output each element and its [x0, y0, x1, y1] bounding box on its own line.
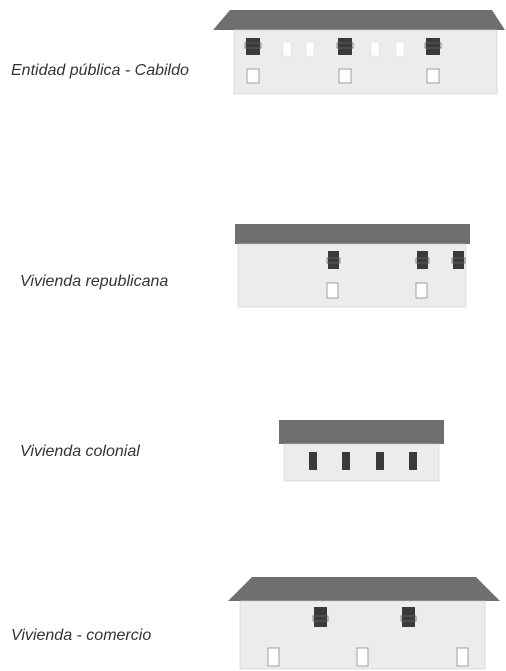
- label-comercio: Vivienda - comercio: [11, 627, 152, 644]
- colonial-window: [376, 452, 384, 470]
- comercio-roof: [228, 577, 500, 601]
- label-republicana: Vivienda republicana: [20, 273, 169, 290]
- comercio-balcony-window-1: [312, 607, 329, 627]
- republicana-door: [326, 282, 339, 299]
- cabildo-pale-window: [305, 41, 315, 57]
- republicana-balcony-window-2: [415, 251, 430, 269]
- comercio-door: [267, 647, 280, 667]
- comercio-door: [456, 647, 469, 667]
- cabildo-roof: [213, 10, 505, 30]
- cabildo-wall: [233, 29, 498, 95]
- comercio-balcony-window-2: [400, 607, 417, 627]
- colonial-window: [342, 452, 350, 470]
- republicana-balcony-window-1: [326, 251, 341, 269]
- cabildo-balcony-window-3: [424, 38, 442, 55]
- cabildo-door: [246, 68, 260, 84]
- cabildo-pale-window: [395, 41, 405, 57]
- colonial-roof: [279, 420, 444, 444]
- cabildo-balcony-window-2: [336, 38, 354, 55]
- cabildo-door: [338, 68, 352, 84]
- cabildo-door: [426, 68, 440, 84]
- label-cabildo: Entidad pública - Cabildo: [11, 62, 189, 79]
- republicana-roof: [235, 224, 470, 244]
- republicana-balcony-window-3: [451, 251, 466, 269]
- colonial-window: [309, 452, 317, 470]
- label-colonial: Vivienda colonial: [20, 443, 140, 460]
- cabildo-pale-window: [282, 41, 292, 57]
- republicana-door: [415, 282, 428, 299]
- cabildo-pale-window: [370, 41, 380, 57]
- colonial-window: [409, 452, 417, 470]
- cabildo-balcony-window-1: [244, 38, 262, 55]
- comercio-door: [356, 647, 369, 667]
